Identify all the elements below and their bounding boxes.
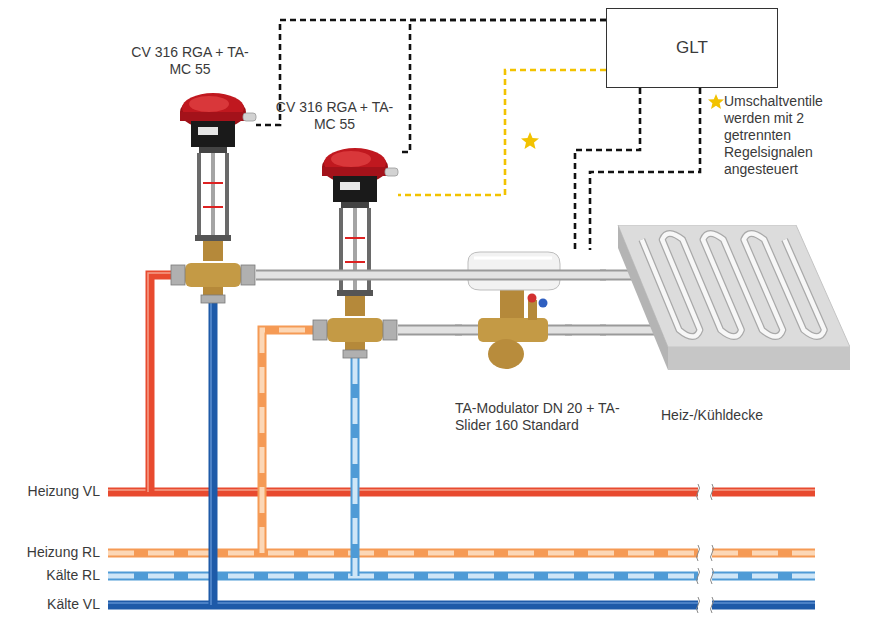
pipe-break-mark [697,484,714,613]
cooling-flow-header [712,602,815,604]
ceiling-coil [642,234,825,337]
heating-return-header [108,551,698,556]
part-label: Heiz-/Kühldecke [661,407,763,424]
pipe-connector [398,330,462,331]
heating-flow-header [712,488,815,497]
pipe-break-mark [711,545,714,561]
cooling-return-header [712,574,815,579]
pipe-break-mark [711,484,714,500]
cooling-flow-header [712,601,815,610]
cooling-flow-header [108,602,698,604]
modulator-drawing [528,294,537,303]
pipe-label: Kälte VL [47,596,100,613]
part-label: TA-Modulator DN 20 + TA-Slider 160 Stand… [455,400,645,434]
pipe-label: Kälte RL [46,567,100,584]
valve-drawing [171,93,256,303]
heating-flow-riser [150,275,172,492]
balancing-valve: TA-Modulator DN 20 + TA-Slider 160 Stand… [462,250,565,375]
heating-flow-header [108,488,698,497]
modulator-drawing [528,300,537,320]
pipe-connector [565,330,606,331]
pipe-break-mark [697,568,700,584]
part-label: CV 316 RGA + TA-MC 55 [272,99,397,133]
cooling-return-header [108,572,698,581]
cooling-return-riser [353,358,358,576]
modulator-drawing [539,299,548,308]
heating-return-header [108,549,698,558]
modulator-drawing [488,339,524,369]
control-valve: CV 316 RGA + TA-MC 55 [312,147,398,360]
pipe-break-mark [711,568,714,584]
modulator-drawing [478,318,548,342]
valve-drawing [313,148,398,358]
cooling-return-header [712,572,815,581]
valve-drawing [171,93,256,303]
pipe-label: Heizung RL [27,544,100,561]
pipe-connector [256,275,606,276]
signal-line [398,20,606,152]
pipe-outline [565,325,606,336]
cooling-return-header [108,574,698,579]
pipe-break-mark [697,545,700,561]
part-label: CV 316 RGA + TA-MC 55 [125,44,255,78]
heating-return-header [712,551,815,556]
cooling-return-riser [355,358,356,576]
ceiling-front [668,347,850,370]
cooling-flow-riser [210,303,212,605]
signal-wire [398,20,606,152]
ceiling-outline [606,225,850,380]
pipe-label: Heizung VL [28,483,100,500]
ceiling-panel: Heiz-/Kühldecke [606,225,850,380]
cooling-flow-header [108,601,698,610]
cooling-return-riser [351,358,360,576]
pipe-outline [398,325,462,336]
heating-return-header [712,549,815,558]
signal-star [708,94,724,109]
pipe-fill [565,327,606,334]
heating-flow-header [712,489,815,491]
heating-return-riser [262,330,314,553]
heating-flow-riser [148,273,172,492]
valve-drawing [313,148,398,358]
cooling-flow-riser [211,303,213,605]
pipe-fill [398,327,462,334]
pipe-break-mark [697,597,700,613]
controller-box: GLT [606,8,778,88]
control-valve: CV 316 RGA + TA-MC 55 [170,92,256,304]
pipe-break-mark [711,597,714,613]
heating-flow-header [108,489,698,491]
heating-return-riser [262,330,314,553]
cooling-flow-riser [209,303,218,605]
modulator-drawing [474,257,552,260]
signal-star [521,94,724,149]
signal-star [521,132,539,149]
pipe-break-mark [697,484,700,500]
note-text: Umschaltventile werden mit 2 getrennten … [724,93,844,178]
pipe-outline [256,270,606,281]
heating-return-riser [262,330,314,553]
pipe-fill [256,272,606,279]
ceiling-coil [642,234,825,337]
modulator-drawing [500,288,524,320]
node-label: GLT [676,38,708,58]
heating-flow-riser [148,273,172,492]
